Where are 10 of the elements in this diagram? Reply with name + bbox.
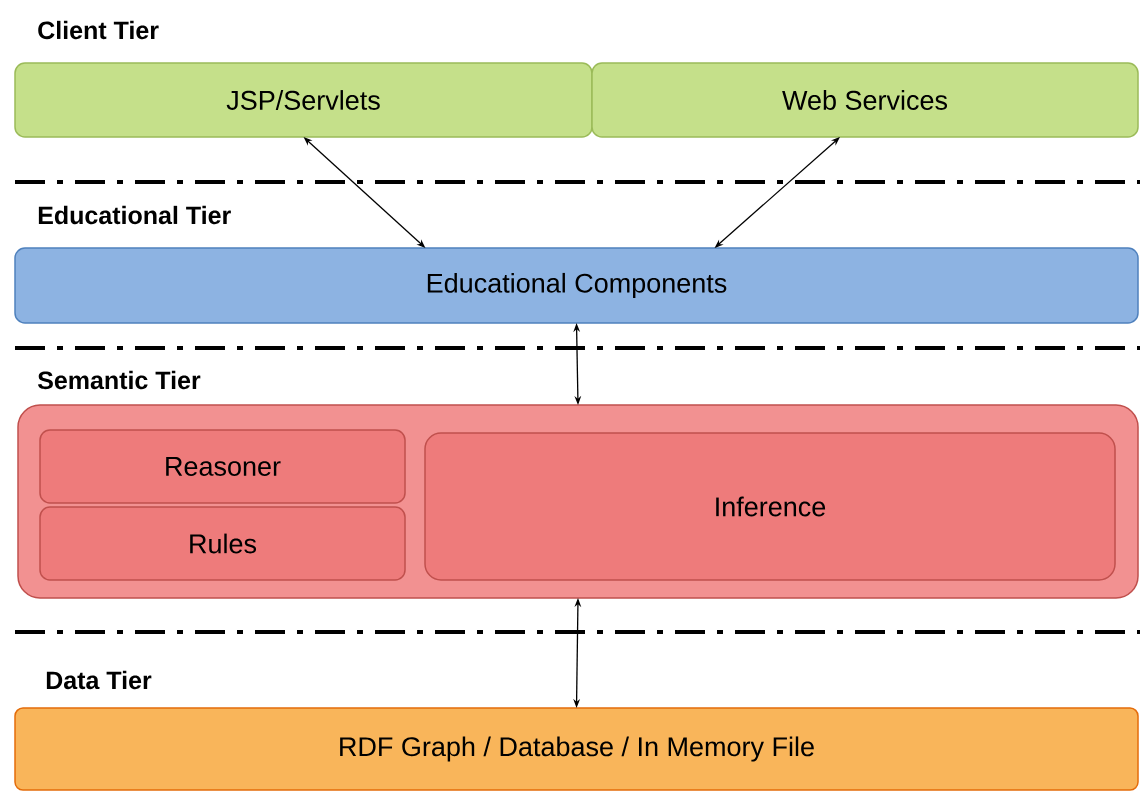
component-box: Rules	[39, 506, 406, 581]
tier-heading: Semantic Tier	[37, 370, 201, 390]
tier-box: Web Services	[591, 62, 1139, 138]
tier-heading: Client Tier	[38, 20, 159, 40]
tier-box: Educational Components	[14, 247, 1139, 324]
tier-box: JSP/Servlets	[14, 62, 593, 138]
tier-box: RDF Graph / Database / In Memory File	[14, 707, 1139, 791]
component-box: Reasoner	[39, 429, 406, 504]
tier-heading: Educational Tier	[38, 205, 231, 225]
component-box: Inference	[424, 432, 1116, 581]
